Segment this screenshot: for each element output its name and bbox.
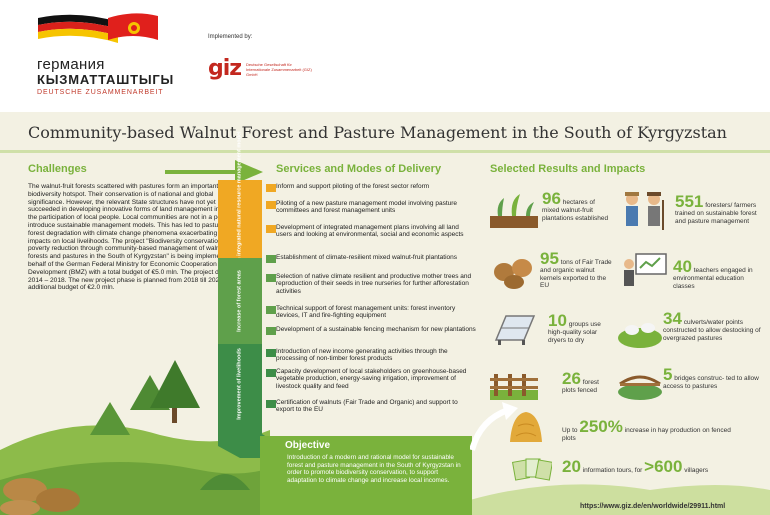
- bullet-marker: [266, 201, 276, 209]
- result-number: 95: [540, 249, 559, 268]
- service-item: Establishment of climate-resilient mixed…: [276, 254, 457, 261]
- result-text: hectares of mixed walnut-fruit plantatio…: [542, 199, 609, 222]
- result-item: 20 information tours, for >600 villagers: [562, 458, 762, 475]
- pillar-livelihoods-label: Improvement of livelihoods: [236, 348, 243, 420]
- result-text: information tours, for: [582, 467, 643, 474]
- implemented-by-label: Implemented by:: [208, 34, 253, 40]
- bullet-marker: [266, 306, 276, 314]
- logo-line-deutsche: DEUTSCHE ZUSAMMENARBEIT: [37, 89, 164, 96]
- result-item: 34 culverts/water points constructed to …: [663, 310, 763, 342]
- page-title: Community-based Walnut Forest and Pastur…: [28, 123, 727, 142]
- objective-text: Introduction of a modern and rational mo…: [287, 454, 461, 484]
- bullet-marker: [266, 184, 276, 192]
- haystack-icon: [510, 412, 542, 442]
- logo-line-kyrgyz: КЫЗМАТТАШТЫГЫ: [37, 72, 175, 87]
- result-text: culverts/water points constructed to all…: [663, 319, 761, 342]
- result-text: increase in hay production on fenced plo…: [562, 427, 731, 442]
- teacher-board-icon: [624, 253, 667, 286]
- landscape-illustration: [0, 360, 770, 515]
- service-item: Development of a sustainable fencing mec…: [276, 326, 476, 333]
- service-item: Selection of native climate resilient an…: [276, 273, 472, 295]
- result-number: 40: [673, 257, 692, 276]
- bridge-icon: [618, 375, 662, 400]
- service-item: Development of integrated management pla…: [276, 224, 464, 239]
- result-item: 40 teachers engaged in environmental edu…: [673, 258, 761, 290]
- results-heading: Selected Results and Impacts: [490, 163, 646, 175]
- farmers-icon: [625, 192, 664, 230]
- challenges-heading: Challenges: [28, 163, 87, 175]
- result-number: 10: [548, 311, 567, 330]
- result-number: 20: [562, 457, 581, 476]
- solar-dryer-icon: [494, 315, 536, 345]
- result-number-villagers: >600: [644, 457, 683, 476]
- bullet-marker: [266, 274, 276, 282]
- result-item: Up to 250% increase in hay production on…: [562, 418, 742, 443]
- result-number: 5: [663, 365, 673, 384]
- bullet-marker: [266, 327, 276, 335]
- pillar-nrm-model: Development of an integrated natural res…: [218, 131, 262, 307]
- pillar-forest-label: Increase of forest areas: [236, 270, 243, 332]
- objective-panel: [260, 436, 472, 515]
- challenges-text: The walnut-fruit forests scattered with …: [28, 183, 246, 292]
- result-text: groups use high-quality solar dryers to …: [548, 321, 601, 344]
- bullet-marker: [266, 369, 276, 377]
- service-item: Piloting of a new pasture management mod…: [276, 200, 458, 215]
- curved-arrow-icon: [470, 402, 518, 451]
- objective-heading: Objective: [285, 440, 331, 451]
- header-panel: германия КЫЗМАТТАШТЫГЫ DEUTSCHE ZUSAMMEN…: [0, 0, 770, 112]
- bullet-marker: [266, 400, 276, 408]
- leaflets-icon: [512, 458, 552, 481]
- germany-kyrgyzstan-flag-logo: [38, 13, 158, 43]
- logo-line-german: германия: [37, 56, 105, 73]
- service-item: Certification of walnuts (Fair Trade and…: [276, 399, 458, 414]
- result-text: teachers engaged in environmental educat…: [673, 267, 753, 290]
- result-prefix: Up to: [562, 427, 578, 434]
- title-divider: [0, 150, 770, 153]
- result-number: 250%: [579, 417, 623, 436]
- pasture-sheep-icon: [618, 323, 662, 348]
- bullet-marker: [266, 255, 276, 263]
- source-url[interactable]: https://www.giz.de/en/worldwide/29911.ht…: [580, 503, 726, 510]
- result-item: 96 hectares of mixed walnut-fruit planta…: [542, 190, 612, 222]
- result-item: 95 tons of Fair Trade and organic walnut…: [540, 250, 612, 290]
- pillar-livelihoods: Improvement of livelihoods: [218, 344, 262, 424]
- result-text: forest plots fenced: [562, 379, 599, 394]
- result-item: 5 bridges construc- ted to allow access …: [663, 366, 763, 391]
- walnuts-icon: [494, 259, 532, 289]
- result-text: tons of Fair Trade and organic walnut ke…: [540, 259, 612, 290]
- result-item: 26 forest plots fenced: [562, 370, 612, 395]
- bullet-marker: [266, 349, 276, 357]
- result-item: 10 groups use high-quality solar dryers …: [548, 312, 616, 344]
- result-number: 96: [542, 189, 561, 208]
- service-item: Introduction of new income generating ac…: [276, 348, 448, 363]
- result-number: 551: [675, 192, 704, 211]
- bullet-marker: [266, 225, 276, 233]
- pillar-forest-areas: Increase of forest areas: [218, 258, 262, 344]
- result-text-villagers: villagers: [684, 467, 709, 474]
- result-text: foresters/ farmers trained on sustainabl…: [675, 202, 757, 225]
- result-text: bridges construc- ted to allow access to…: [663, 375, 759, 390]
- giz-logo: giz: [208, 56, 242, 81]
- fence-icon: [490, 374, 538, 400]
- services-heading: Services and Modes of Delivery: [276, 163, 442, 175]
- service-item: Capacity development of local stakeholde…: [276, 368, 467, 390]
- giz-logo-text: Deutsche Gesellschaft für Internationale…: [246, 62, 312, 77]
- service-item: Inform and support piloting of the fores…: [276, 183, 430, 190]
- service-item: Technical support of forest management u…: [276, 305, 456, 320]
- seedlings-icon: [490, 194, 538, 228]
- arrow-right-icon: [165, 160, 263, 184]
- result-number: 26: [562, 369, 581, 388]
- result-number: 34: [663, 309, 682, 328]
- result-item: 551 foresters/ farmers trained on sustai…: [675, 193, 760, 225]
